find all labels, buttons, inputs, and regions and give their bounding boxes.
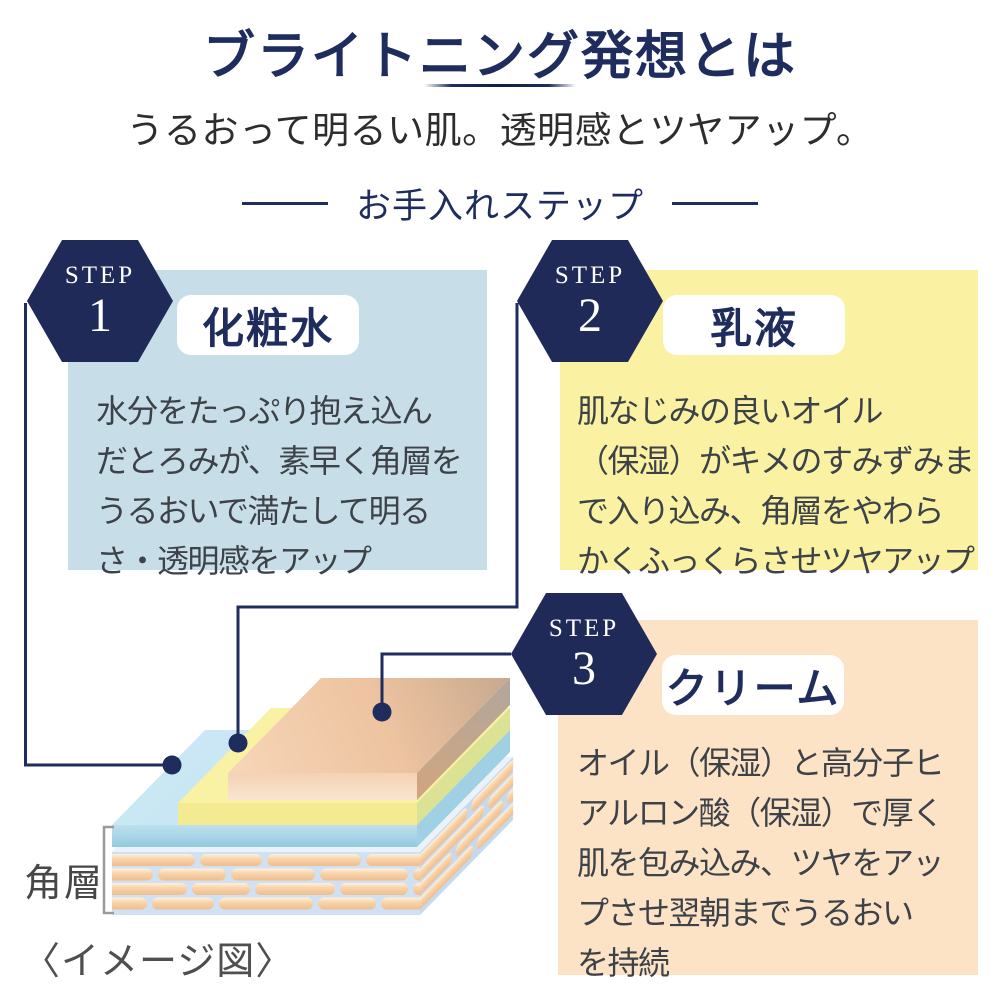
step3-line1: オイル（保湿）と高分子ヒ (577, 745, 945, 781)
step3-line4: プさせ翌朝までうるおい (577, 895, 914, 931)
step2-line3: で入り込み、角層をやわら (577, 493, 945, 529)
step2-line2: （保湿）がキメのすみずみま (577, 443, 975, 479)
page-subtitle: うるおって明るい肌。透明感とツヤアップ。 (126, 111, 874, 152)
emulsion-layer (178, 708, 510, 825)
lotion-top (112, 730, 510, 825)
dot-lotion (162, 755, 182, 775)
step2-line1: 肌なじみの良いオイル (577, 393, 884, 429)
dot-emulsion (228, 733, 248, 753)
dot-cream (372, 702, 392, 722)
connector-dots (162, 702, 392, 775)
cream-layer (228, 678, 510, 800)
page-title: ブライトニング発想とは (202, 29, 797, 86)
step1-line2: だとろみが、素早く角層を (96, 443, 463, 479)
step1-description: 水分をたっぷり抱え込ん だとろみが、素早く角層を うるおいで満たして明る さ・透… (96, 386, 476, 586)
section-heading-row: お手入れステップ (0, 178, 1000, 229)
step3-label: STEP (548, 614, 620, 642)
connector-step3 (380, 652, 511, 705)
step1-line4: さ・透明感をアップ (96, 543, 372, 579)
step2-description: 肌なじみの良いオイル （保湿）がキメのすみずみま で入り込み、角層をやわら かく… (577, 386, 977, 586)
step3-product-label: クリーム (662, 655, 844, 715)
step3-description: オイル（保湿）と高分子ヒ アルロン酸（保湿）で厚く 肌を包み込み、ツヤをアッ プ… (577, 738, 977, 988)
emulsion-top (178, 708, 510, 803)
corneum-bracket (102, 825, 114, 915)
step3-line2: アルロン酸（保湿）で厚く (577, 795, 944, 831)
heading-line-left (241, 202, 328, 205)
step3-hexagon: STEP 3 (511, 593, 657, 715)
lotion-layer (112, 730, 510, 847)
title-divider (424, 84, 576, 87)
corneum-layer (112, 756, 514, 915)
step1-label: STEP (64, 261, 136, 289)
step2-label: STEP (554, 261, 626, 289)
step3-number: 3 (572, 641, 596, 695)
step2-product-label: 乳液 (663, 295, 845, 355)
step2-line4: かくふっくらさせツヤアップ (577, 543, 975, 579)
step1-number: 1 (88, 288, 112, 342)
step2-hexagon: STEP 2 (517, 240, 663, 362)
step3-line3: 肌を包み込み、ツヤをアッ (577, 845, 945, 881)
step1-product-label: 化粧水 (177, 295, 359, 355)
step1-hexagon: STEP 1 (27, 240, 173, 362)
step3-line5: を持続 (577, 945, 670, 981)
step1-line1: 水分をたっぷり抱え込ん (96, 393, 433, 429)
step1-line3: うるおいで満たして明る (96, 493, 431, 529)
corneum-label: 角層 (24, 863, 105, 905)
diagram-caption: 〈イメージ図〉 (22, 941, 295, 983)
step2-number: 2 (578, 288, 602, 342)
section-heading: お手入れステップ (355, 187, 644, 226)
heading-line-right (672, 202, 758, 205)
